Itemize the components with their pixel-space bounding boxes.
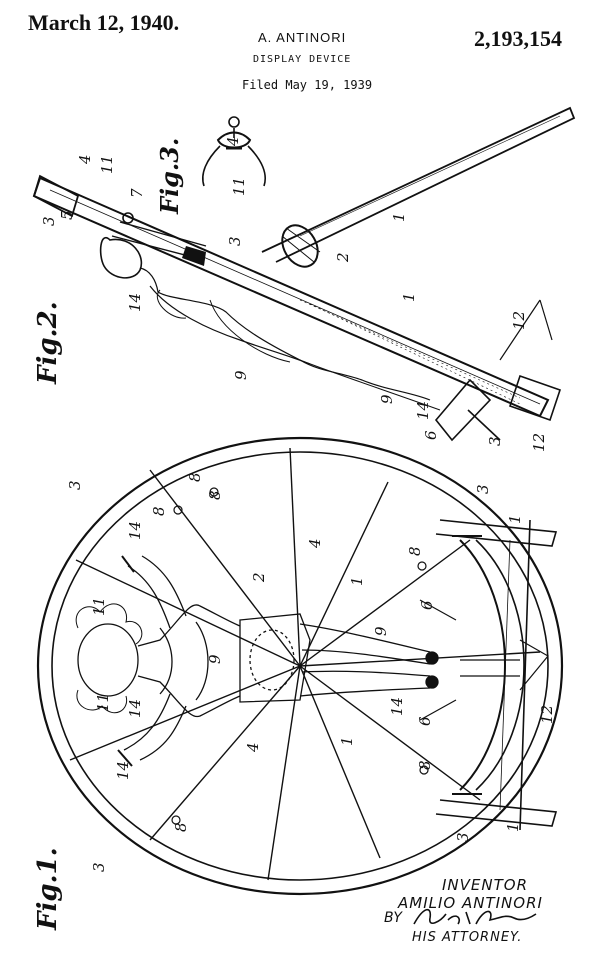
ref-numeral: 1 <box>390 212 408 222</box>
attorney-signature <box>413 908 537 925</box>
ref-numeral: 1 <box>400 292 418 302</box>
fig3-label: Fig.3. <box>155 138 184 215</box>
ref-numeral: 8 <box>172 822 190 832</box>
ref-numeral: 3 <box>90 862 108 872</box>
ref-numeral: 4 <box>224 136 242 147</box>
ref-numeral: 1 <box>348 576 366 586</box>
ref-numeral: 14 <box>126 521 144 540</box>
ref-numeral: 14 <box>114 761 132 780</box>
fig2-side-view <box>32 106 576 442</box>
patent-title: DISPLAY DEVICE <box>253 54 352 65</box>
by-label: BY <box>384 910 402 926</box>
ref-numeral: 4 <box>76 154 94 165</box>
ref-numeral: 1 <box>506 514 524 524</box>
ref-numeral: 2 <box>334 252 352 263</box>
ref-numeral: 11 <box>90 597 108 616</box>
ref-numeral: 3 <box>486 436 504 446</box>
inventor-label: INVENTOR <box>442 876 528 894</box>
ref-numeral: 8 <box>150 506 168 516</box>
ref-numeral: 9 <box>378 394 396 404</box>
patent-number: 2,193,154 <box>474 26 562 51</box>
ref-numeral: 11 <box>94 693 112 712</box>
patent-date: March 12, 1940. <box>28 10 180 35</box>
ref-numeral: 6 <box>416 716 434 726</box>
ref-numeral: 8 <box>416 760 434 770</box>
ref-numeral: 8 <box>406 546 424 556</box>
fig1-label: Fig.1. <box>33 847 63 931</box>
ref-numeral: 12 <box>510 311 528 330</box>
fig3-clamp-detail <box>202 116 266 187</box>
ref-numeral: 7 <box>128 188 146 198</box>
ref-numeral: 1 <box>504 822 522 832</box>
ref-numeral: 9 <box>372 626 390 636</box>
ref-numeral: 11 <box>98 155 116 174</box>
inventor-name: A. ANTINORI <box>258 30 347 45</box>
ref-numeral: 14 <box>126 293 144 312</box>
ref-numeral: 9 <box>232 370 250 380</box>
ref-numeral: 3 <box>474 484 492 494</box>
ref-numeral: 14 <box>414 401 432 420</box>
fig2-label: Fig.2. <box>33 301 63 385</box>
ref-numeral: 2 <box>250 572 268 583</box>
ref-numeral: 3 <box>66 480 84 490</box>
ref-numeral: 6 <box>418 600 436 610</box>
ref-numeral: 8 <box>186 472 204 482</box>
ref-numeral: 9 <box>206 654 224 664</box>
ref-numeral: 5 <box>58 210 76 220</box>
ref-numeral: 4 <box>244 742 262 753</box>
ref-numeral: 1 <box>338 736 356 746</box>
attorney-label: HIS ATTORNEY. <box>412 930 523 945</box>
ref-numeral: 8 <box>206 490 224 500</box>
filed-date: Filed May 19, 1939 <box>242 78 373 92</box>
ref-numeral: 6 <box>422 430 440 440</box>
ref-numeral: 14 <box>126 699 144 718</box>
ref-numeral: 3 <box>454 832 472 842</box>
ref-numeral: 14 <box>388 697 406 716</box>
ref-numeral: 4 <box>306 538 324 549</box>
inventor-signature-name: AMILIO ANTINORI <box>398 894 543 912</box>
ref-numeral: 3 <box>226 236 244 246</box>
fig1-wheel-view <box>36 436 564 896</box>
ref-numeral: 3 <box>40 216 58 226</box>
ref-numeral: 12 <box>538 705 556 724</box>
ref-numeral: 12 <box>530 433 548 452</box>
ref-numeral: 11 <box>230 177 248 196</box>
